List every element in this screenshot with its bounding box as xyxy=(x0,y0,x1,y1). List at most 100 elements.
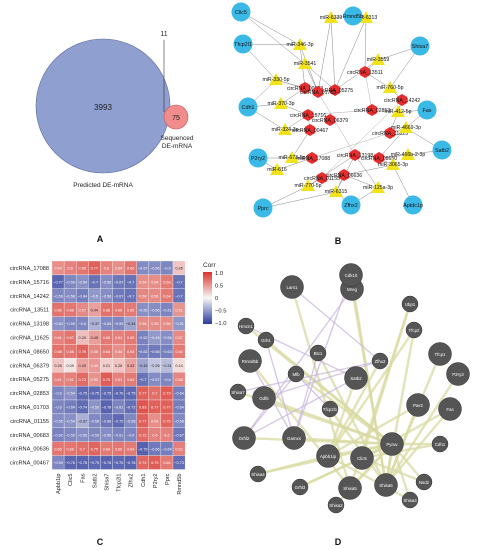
heatmap-row-label: circRNA_05275 xyxy=(10,377,49,383)
heatmap-cell-value: 0.56 xyxy=(139,322,146,326)
heatmap-cell-value: −0.6 xyxy=(163,267,171,271)
network-d-label: P2ry3 xyxy=(452,372,464,377)
legend-tick: 0.5 xyxy=(215,284,223,290)
network-d-label: Zfhx2 xyxy=(375,359,387,364)
network-b-edge xyxy=(330,17,336,91)
circrna-label: circRNA_13511 xyxy=(347,70,383,76)
network-b-edge xyxy=(311,132,391,159)
network-d-node xyxy=(415,473,433,491)
network-d-node xyxy=(374,473,398,497)
network-d-label: Shisa5 xyxy=(343,486,357,491)
mrna-label: Cdh1 xyxy=(242,105,255,111)
heatmap-cell-value: 0.79 xyxy=(103,378,110,382)
network-d-node xyxy=(405,321,423,339)
heatmap-cell-value: 0.6 xyxy=(164,433,169,437)
heatmap-cell-value: 0.61 xyxy=(115,336,122,340)
mirna-node xyxy=(293,38,307,50)
mirna-label: miR-324-3p xyxy=(271,127,298,133)
heatmap-cell-value: 0.56 xyxy=(151,322,158,326)
heatmap-row-label: circRNA_13511 xyxy=(10,308,49,314)
heatmap-cell-value: −0.63 xyxy=(138,350,148,354)
heatmap-cell-value: 0.43 xyxy=(127,364,134,368)
mrna-node xyxy=(231,2,251,22)
mirna-label: miR-330-5p xyxy=(262,77,289,83)
mirna-node xyxy=(371,181,385,193)
circrna-node xyxy=(373,152,385,164)
mrna-node xyxy=(253,198,273,218)
network-b-edge xyxy=(343,174,379,189)
legend-tick: 1.0 xyxy=(215,271,223,277)
heatmap-row-label: circRNA_14242 xyxy=(10,294,49,300)
circrna-node xyxy=(338,169,350,181)
mrna-node xyxy=(238,97,258,117)
network-d-edge xyxy=(384,329,416,486)
heatmap-col-label: Clic5 xyxy=(68,474,74,486)
mrna-label: Shisa7 xyxy=(412,44,428,50)
panel-b-network: circRNA_06379circRNA_06636circRNA_13511c… xyxy=(231,2,452,218)
heatmap-col-label: Apbb1ip xyxy=(56,474,62,495)
network-d-edge xyxy=(249,360,351,489)
heatmap-cell-value: 0.74 xyxy=(139,461,146,465)
heatmap-cell-value: −0.76 xyxy=(65,461,75,465)
heatmap-cell-value: −0.51 xyxy=(174,322,184,326)
network-b-edge xyxy=(334,17,367,91)
heatmap-cell-value: −0.58 xyxy=(174,419,184,423)
mirna-node xyxy=(329,185,343,197)
heatmap-cell-value: −0.75 xyxy=(90,461,100,465)
heatmap-cell-value: 0.6 xyxy=(152,433,157,437)
heatmap-row-label: circRNA_15716 xyxy=(10,280,49,286)
heatmap-cell-value: 0.68 xyxy=(54,308,61,312)
network-d-edge xyxy=(327,403,419,458)
heatmap-row-label: circRNA_01155 xyxy=(10,419,49,425)
circrna-label: circRNA_01155 xyxy=(304,176,340,182)
network-d-label: Clic5 xyxy=(357,456,367,461)
mirna-label: miR-770-5p xyxy=(294,183,321,189)
network-b-edge xyxy=(291,129,311,159)
heatmap-cell-value: −0.54 xyxy=(65,392,75,396)
heatmap-legend: Corr 1.00.50−0.5−1.0 xyxy=(203,262,226,327)
heatmap-cell-value: −0.78 xyxy=(126,461,136,465)
circrna-label: circRNA_00467 xyxy=(292,128,328,134)
heatmap-cell-value: −0.64 xyxy=(162,447,172,451)
heatmap-col-label: Shisa7 xyxy=(104,474,110,491)
network-d-label: Grhl3 xyxy=(295,485,306,490)
heatmap-cell-value: −0.58 xyxy=(126,419,136,423)
mirna-label: miR-3541 xyxy=(294,61,317,67)
mirna-node xyxy=(285,151,299,163)
heatmap-cell-value: 0.58 xyxy=(139,294,146,298)
network-d-edge xyxy=(327,329,415,457)
circrna-node xyxy=(349,149,361,161)
network-d-edge xyxy=(361,407,451,460)
network-d-edge xyxy=(384,373,460,486)
heatmap-cell-value: 0.09 xyxy=(66,364,73,368)
network-d-label: Cdh1 xyxy=(435,442,446,447)
heatmap-col-label: Cdh1 xyxy=(141,474,147,487)
heatmap-cell-value: 0.21 xyxy=(103,364,110,368)
heatmap-cell-value: −0.56 xyxy=(150,308,160,312)
mirna-node xyxy=(391,105,405,117)
heatmap-cell-value: −0.78 xyxy=(102,406,112,410)
network-d-node xyxy=(401,491,419,509)
circrna-label: circRNA_00683 xyxy=(287,86,323,92)
circrna-label: circRNA_15716 xyxy=(290,113,326,119)
heatmap-cell-value: −0.7 xyxy=(91,280,99,284)
heatmap-cell-value: −0.64 xyxy=(174,392,184,396)
network-d-label: Tfcp2 xyxy=(409,328,421,333)
network-d-label: Shisa7 xyxy=(231,390,245,395)
network-d-node xyxy=(257,331,275,349)
heatmap-cell-value: 0.75 xyxy=(91,447,98,451)
network-d-node xyxy=(249,465,267,483)
circrna-label: circRNA_14242 xyxy=(384,98,420,104)
mirna-node xyxy=(386,158,400,170)
heatmap-cell-value: −0.79 xyxy=(138,447,148,451)
heatmap-cell-value: 0.66 xyxy=(115,308,122,312)
heatmap-cell-value: 0.65 xyxy=(103,336,110,340)
heatmap-cell-value: 0.66 xyxy=(127,267,134,271)
mirna-node xyxy=(359,11,373,23)
mrna-node xyxy=(233,34,253,54)
heatmap-cell-value: 0.58 xyxy=(175,378,182,382)
network-d-node xyxy=(371,352,389,370)
network-d-label: Nsd2 xyxy=(419,480,430,485)
circrna-node xyxy=(306,152,318,164)
